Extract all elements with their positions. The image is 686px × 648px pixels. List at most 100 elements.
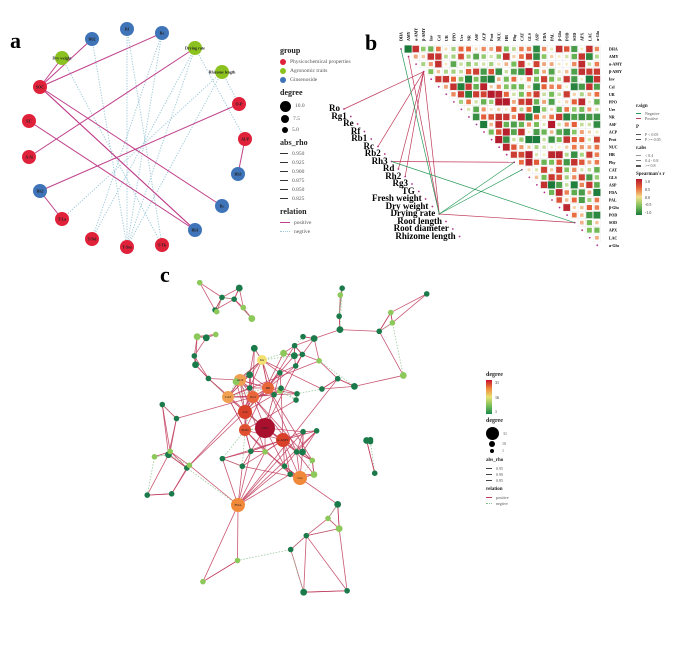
heatmap-row-label: β-Glu — [609, 205, 620, 210]
heatmap-cell — [518, 128, 525, 136]
heatmap-cell — [541, 159, 547, 165]
mantel-label: Drying rate — [390, 208, 436, 218]
heatmap-row-label: FDA — [609, 190, 617, 195]
heatmap-cell — [578, 174, 585, 181]
heatmap-cell — [518, 91, 524, 97]
positive-edge — [28, 47, 196, 158]
heatmap-cell — [556, 174, 562, 181]
network-node — [248, 315, 256, 322]
heatmap-cell — [534, 145, 539, 150]
network-positive-edge — [189, 464, 239, 506]
heatmap-cell — [587, 92, 592, 97]
network-positive-edge — [146, 454, 169, 496]
network-hub-node — [293, 471, 307, 485]
heatmap-cell — [586, 211, 593, 219]
heatmap-cell — [526, 91, 532, 97]
mantel-label: Re — [343, 118, 354, 128]
network-node — [309, 457, 316, 464]
heatmap-cell — [450, 61, 457, 67]
legend-degree-1: 1 — [486, 447, 546, 454]
network-positive-edge — [337, 504, 340, 529]
heatmap-row-label: LAC — [609, 235, 618, 240]
heatmap-cell — [593, 121, 601, 128]
mantel-label: Rf — [350, 125, 361, 136]
legend-label: 31 — [503, 430, 507, 436]
heatmap-cell — [518, 60, 525, 68]
heatmap-cell — [510, 68, 517, 75]
network-node — [246, 385, 253, 391]
heatmap-cell — [578, 68, 586, 75]
panel-b-label: b — [365, 30, 378, 55]
mantel-positive-edge — [343, 71, 424, 110]
spearman-tick: 0.5 — [645, 186, 650, 192]
legend-negative: negtive — [486, 500, 546, 506]
network-node — [277, 370, 283, 376]
network-node-al-p — [238, 132, 252, 146]
rabs-title: r.abs — [636, 146, 647, 151]
network-node — [363, 437, 371, 444]
network-node — [287, 546, 294, 553]
network-node — [250, 344, 258, 352]
network-negative-edge — [146, 456, 155, 496]
network-node — [186, 462, 193, 469]
abs-rho-title: abs_rho — [486, 458, 504, 463]
network-node — [196, 279, 203, 286]
heatmap-cell — [564, 152, 569, 157]
heatmap-cell — [421, 54, 425, 59]
heatmap-row-label: Phy — [609, 160, 616, 165]
red-dot-icon — [280, 58, 286, 65]
negative-edge — [126, 71, 223, 248]
legend-label: 0.85 — [496, 477, 503, 483]
heatmap-cell — [548, 120, 556, 129]
heatmap-cell — [571, 113, 578, 120]
network-positive-edge — [313, 338, 320, 361]
legend-negative: Negative — [636, 111, 686, 116]
large-dot-icon — [486, 426, 499, 440]
mantel-label: TG — [401, 185, 415, 196]
heatmap-cell — [526, 122, 532, 127]
legend-degree-7: 7.5 — [280, 113, 370, 125]
heatmap-cell — [526, 106, 532, 112]
thick-line-icon — [636, 164, 641, 167]
heatmap-cell — [571, 76, 578, 83]
legend-label: 7.5 — [293, 116, 300, 122]
network-negative-edge — [237, 549, 291, 561]
network-positive-edge — [249, 348, 255, 375]
heatmap-cell — [594, 175, 600, 180]
network-node-drying-rate — [188, 41, 202, 55]
legend-label: 0.90 — [496, 471, 503, 477]
mantel-positive-edge — [408, 56, 440, 215]
heatmap-cell — [525, 151, 533, 159]
heatmap-cell — [571, 45, 578, 53]
heatmap-column-label: ASF — [474, 33, 479, 41]
heatmap-cell — [594, 91, 600, 97]
heatmap-cell — [594, 197, 600, 203]
network-positive-edge — [252, 348, 255, 398]
node-label: Re — [160, 31, 165, 36]
network-node-t-tb — [155, 238, 169, 252]
network-node-re — [155, 26, 169, 40]
network-node — [303, 532, 310, 539]
blue-dot-icon — [280, 76, 286, 83]
network-positive-edge — [237, 431, 304, 506]
heatmap-cell — [541, 84, 547, 90]
negative-edge — [91, 38, 128, 248]
node-label: Rh3 — [234, 172, 241, 177]
network-hub-node — [231, 498, 245, 512]
network-hub-node — [262, 382, 274, 394]
heatmap-cell — [488, 114, 495, 120]
legend-label: P >= 0.05 — [645, 137, 661, 142]
legend-positive: positive — [280, 218, 370, 227]
network-node — [202, 334, 210, 342]
diagonal-dot — [460, 108, 463, 111]
network-positive-edge — [339, 329, 380, 332]
heatmap-row-label: ACP — [609, 130, 618, 135]
node-label: Al-P — [241, 137, 249, 142]
heatmap-cell — [548, 98, 555, 105]
heatmap-cell — [482, 62, 486, 66]
mantel-label: Rh3 — [371, 155, 388, 166]
network-node — [291, 342, 298, 349]
mantel-label: Ro — [329, 103, 340, 113]
heatmap-cell — [518, 151, 525, 158]
